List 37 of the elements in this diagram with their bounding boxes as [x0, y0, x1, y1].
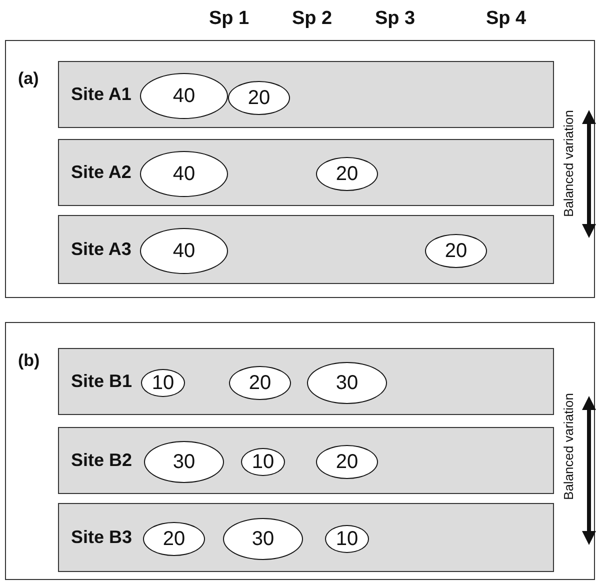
- site-label: Site B2: [71, 450, 132, 470]
- site-label: Site A2: [71, 162, 132, 182]
- site-band: [58, 61, 554, 128]
- axis-label: Balanced variation: [561, 110, 576, 217]
- abundance-ellipse: 40: [140, 73, 228, 119]
- site-label: Site A1: [71, 84, 132, 104]
- abundance-ellipse: 20: [228, 81, 290, 115]
- column-header: Sp 2: [292, 8, 332, 30]
- abundance-ellipse: 20: [425, 234, 487, 268]
- site-label: Site B3: [71, 526, 132, 548]
- abundance-ellipse: 30: [307, 362, 387, 404]
- abundance-ellipse: 30: [144, 441, 224, 483]
- site-band: [58, 503, 554, 572]
- abundance-ellipse: 10: [141, 369, 185, 397]
- abundance-ellipse: 10: [325, 525, 369, 553]
- abundance-ellipse: 40: [140, 228, 228, 274]
- panel-frame: [5, 40, 595, 298]
- site-label: Site B1: [71, 370, 132, 392]
- panel-frame: [5, 322, 595, 580]
- axis-label: Balanced variation: [561, 393, 576, 500]
- abundance-ellipse: 40: [140, 151, 228, 197]
- site-band: [58, 139, 554, 206]
- column-header: Sp 3: [374, 8, 416, 30]
- site-band: [58, 427, 554, 494]
- column-header: Sp 1: [208, 8, 250, 30]
- abundance-ellipse: 30: [223, 518, 303, 560]
- abundance-ellipse: 10: [241, 448, 285, 476]
- abundance-ellipse: 20: [316, 445, 378, 479]
- abundance-ellipse: 20: [229, 366, 291, 400]
- site-label: Site A3: [71, 238, 132, 260]
- column-header: Sp 4: [486, 8, 526, 30]
- site-band: [58, 215, 554, 284]
- abundance-ellipse: 20: [143, 522, 205, 556]
- abundance-ellipse: 20: [316, 157, 378, 191]
- site-band: [58, 348, 554, 415]
- panel-label: (b): [18, 351, 40, 371]
- panel-label: (a): [18, 69, 39, 89]
